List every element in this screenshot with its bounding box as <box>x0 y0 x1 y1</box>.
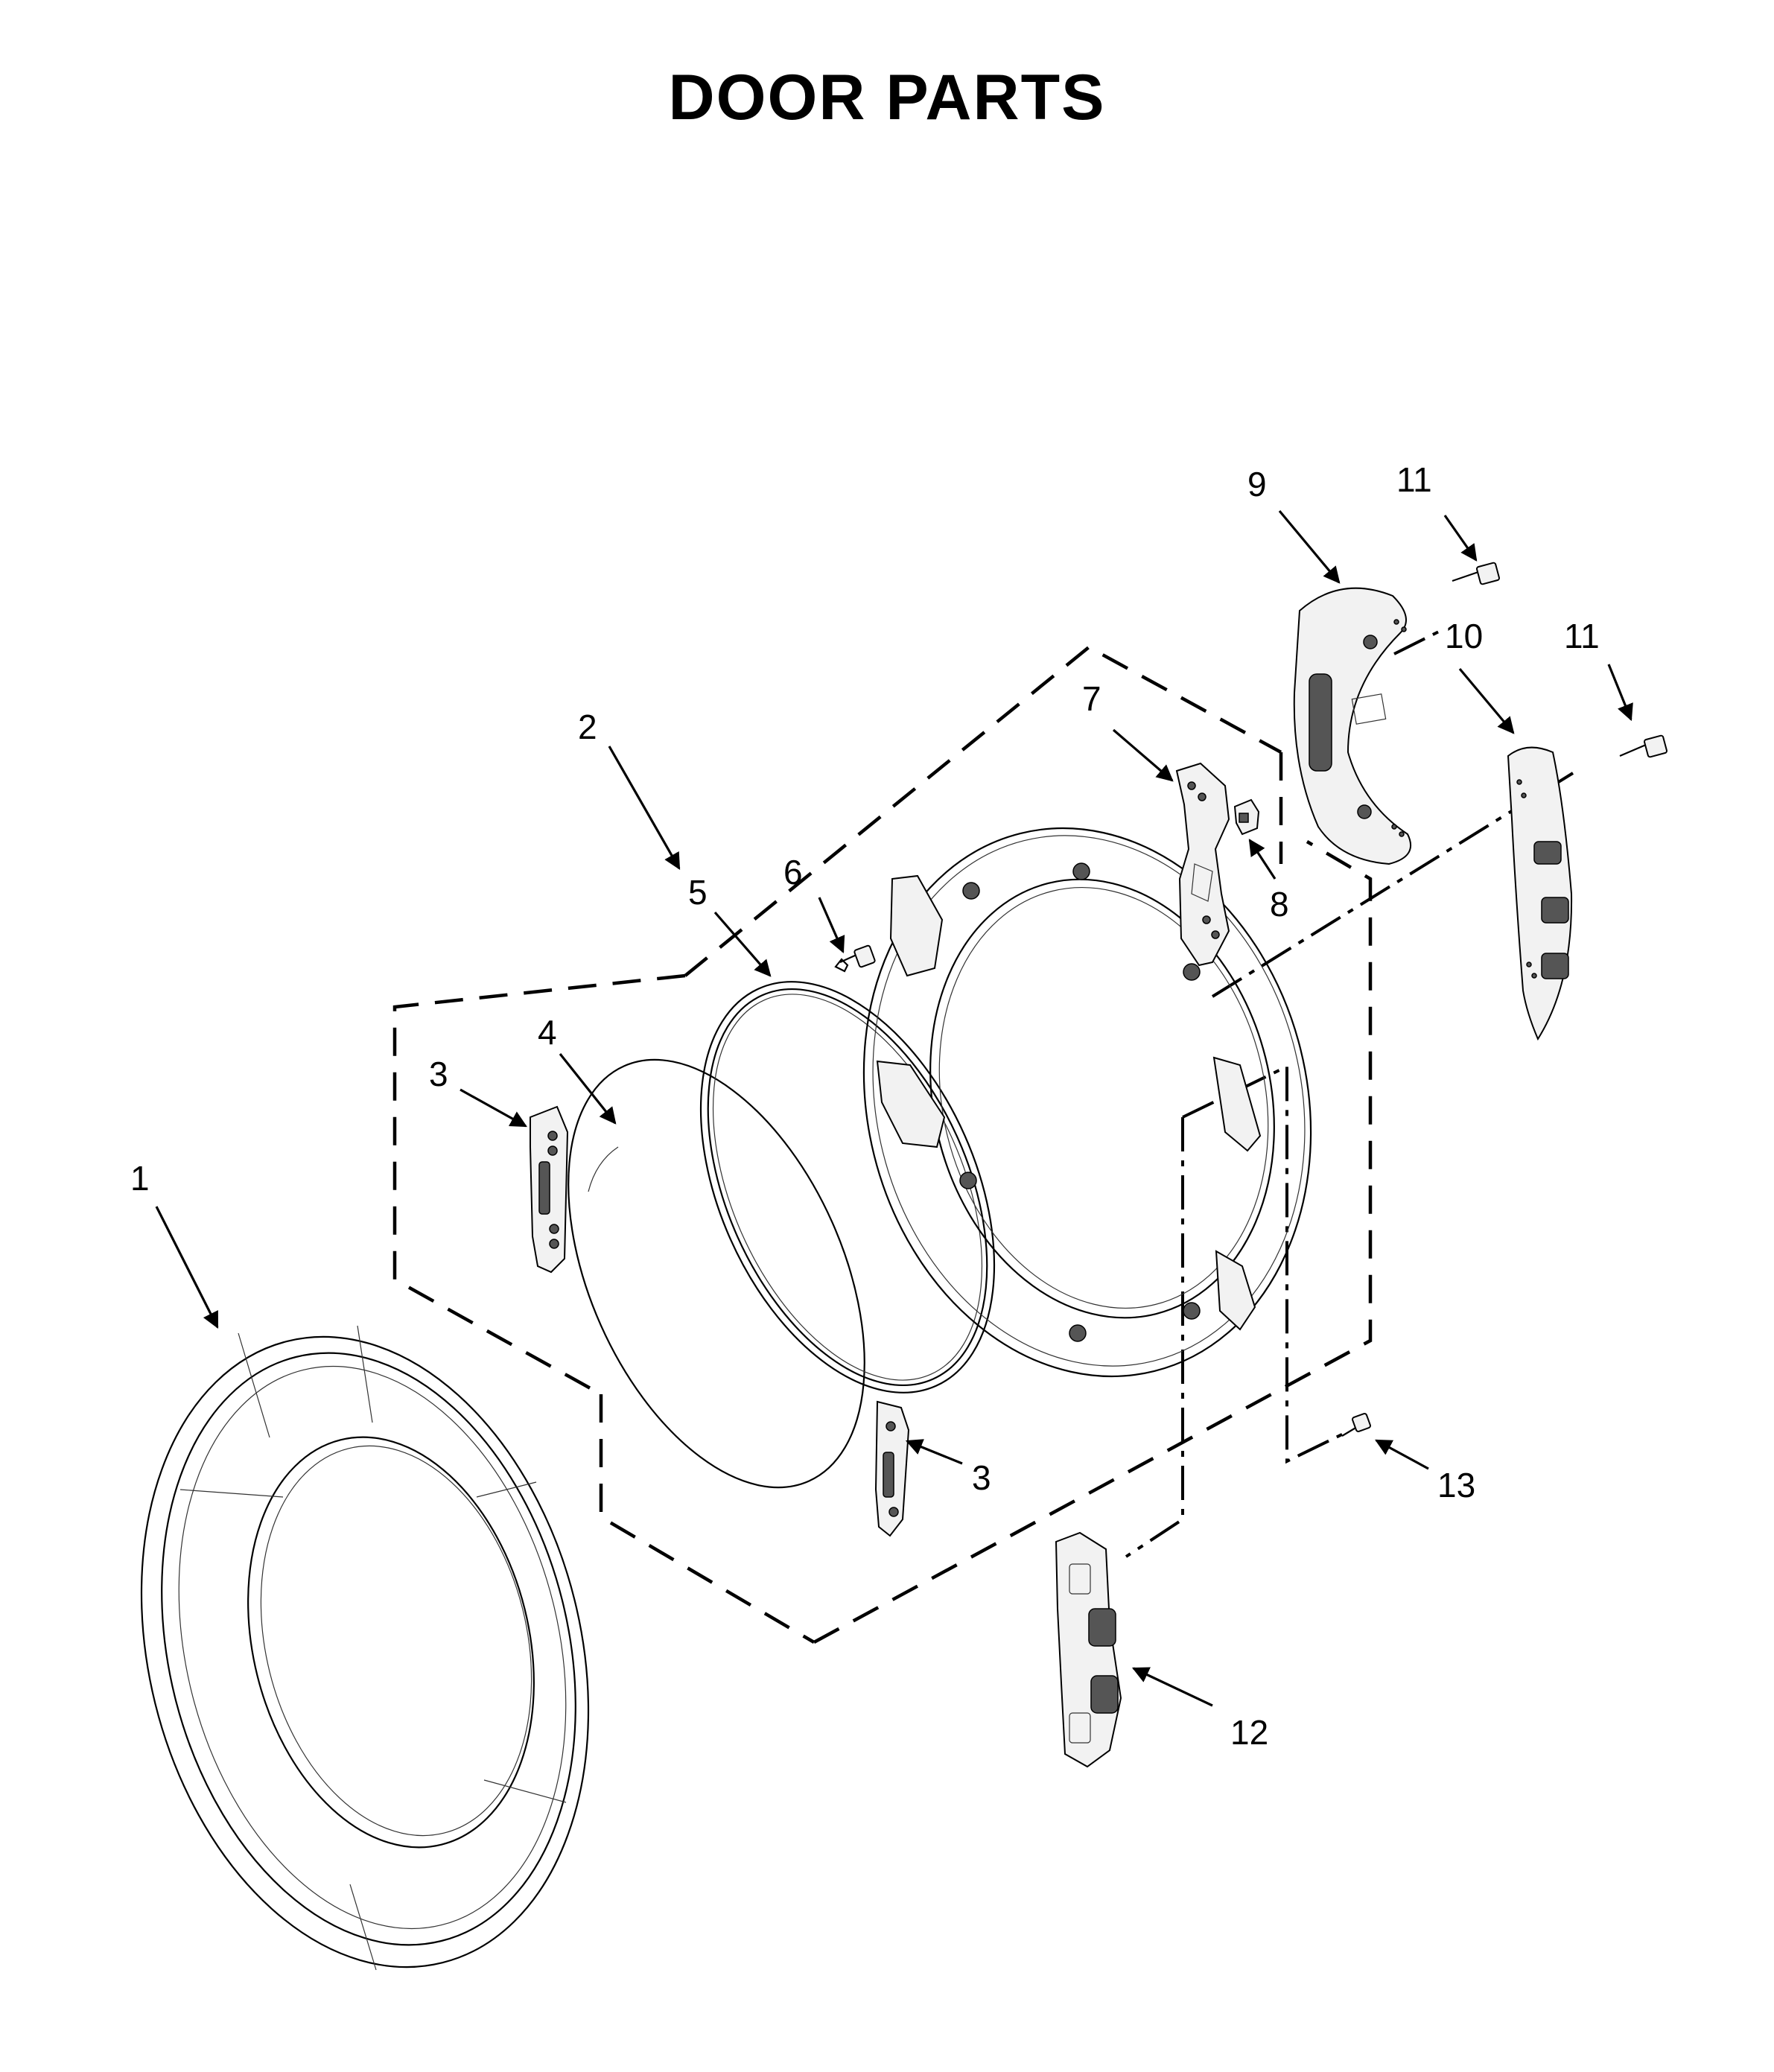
callout-3b: 3 <box>972 1458 991 1497</box>
callout-3a: 3 <box>429 1055 448 1093</box>
part-3-hinge-pad-lower <box>874 1400 910 1537</box>
callout-2: 2 <box>578 708 597 746</box>
callout-11b: 11 <box>1564 617 1600 655</box>
assembly-outline <box>392 645 1373 1644</box>
part-8-latch-block <box>1233 798 1260 836</box>
part-5-gasket <box>699 981 996 1393</box>
callout-8: 8 <box>1270 885 1289 924</box>
part-4-inner-glass <box>568 1058 865 1489</box>
part-1-outer-door <box>140 1325 590 1971</box>
leader-lines <box>155 509 1633 1707</box>
part-11-screw-upper <box>1452 562 1500 585</box>
part-12-hinge <box>1055 1531 1122 1768</box>
part-3-hinge-pad-upper <box>530 1105 569 1274</box>
part-2-inner-door-frame <box>862 827 1312 1378</box>
page-title: DOOR PARTS <box>668 62 1106 133</box>
callout-6: 6 <box>783 853 803 892</box>
callout-7: 7 <box>1082 679 1101 718</box>
part-13-screw <box>1341 1413 1371 1437</box>
callout-11a: 11 <box>1396 460 1432 499</box>
callout-1: 1 <box>130 1159 150 1198</box>
callout-12: 12 <box>1230 1713 1268 1752</box>
callout-10: 10 <box>1445 617 1483 655</box>
callout-5: 5 <box>688 873 708 912</box>
callout-4: 4 <box>538 1013 557 1052</box>
part-10-hinge-cover <box>1507 746 1573 1041</box>
part-7-bracket <box>1175 762 1230 967</box>
callout-9: 9 <box>1247 465 1267 503</box>
part-9-handle-housing <box>1293 587 1411 865</box>
callout-13: 13 <box>1437 1466 1475 1504</box>
callout-labels: 1 2 3 3 4 5 6 7 8 9 10 11 11 12 13 <box>130 460 1600 1752</box>
part-6-screw <box>834 944 876 973</box>
part-11-screw-lower <box>1619 734 1668 758</box>
